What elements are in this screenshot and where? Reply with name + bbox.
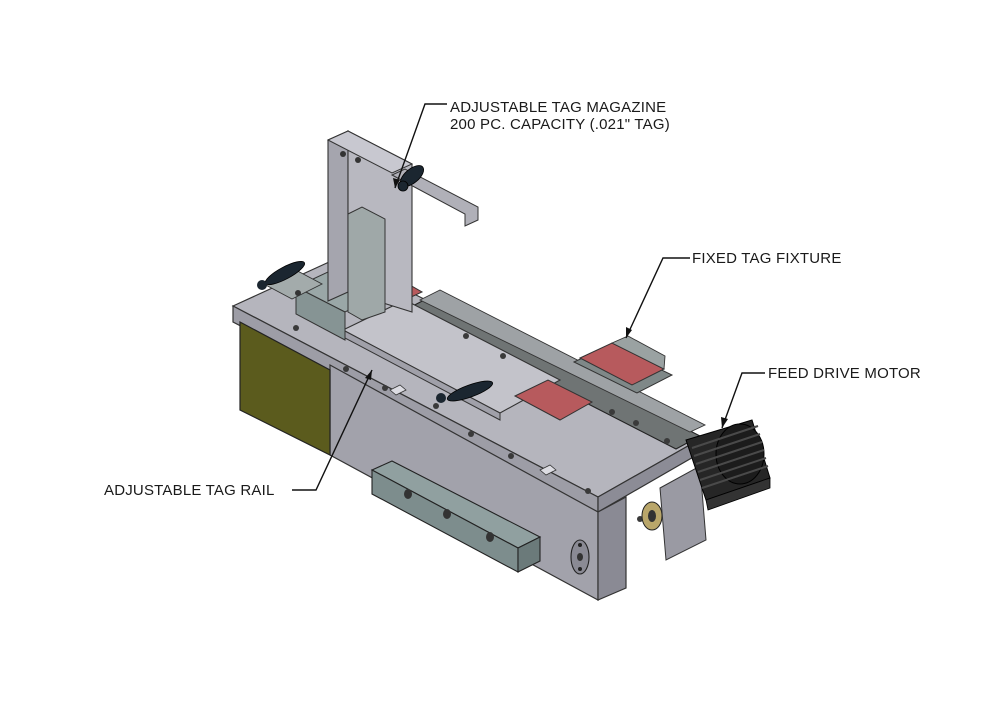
magazine-bolt [340, 151, 346, 157]
mounting-hole [404, 489, 412, 499]
magazine-column-front [327, 130, 349, 302]
leader-arrowheads [365, 178, 728, 428]
magazine-guide-block [347, 206, 386, 321]
rail-leader [292, 369, 373, 491]
mounting-hole [443, 509, 451, 519]
fixed-tag-fixture-lip [610, 335, 666, 370]
left-clamp-hub [257, 280, 267, 290]
magazine-bolt [355, 157, 361, 163]
stop-block [539, 464, 557, 476]
rail-guide-strip [418, 289, 707, 433]
fixture-arrowhead [626, 327, 632, 338]
center-clamp-handle [446, 380, 494, 402]
stop-block [389, 384, 407, 396]
motor-arrowhead [721, 417, 728, 428]
callout-fixed-tag-fixture: FIXED TAG FIXTURE [692, 250, 842, 267]
callout-magazine-line2: 200 PC. CAPACITY (.021" TAG) [450, 116, 670, 133]
flange-bolt [578, 543, 582, 547]
left-clamp-screw [295, 290, 301, 296]
callout-adjustable-tag-rail: ADJUSTABLE TAG RAIL [104, 482, 275, 499]
motor-mount-plate [659, 465, 707, 561]
flange-center [577, 553, 583, 561]
olive-side-panel [239, 321, 331, 456]
magazine-column-cap [326, 130, 414, 174]
magazine-leader [394, 103, 447, 189]
mounting-hole [486, 532, 494, 542]
motor-leader [721, 372, 765, 429]
plate-screw-holes [293, 325, 670, 522]
feed-drive-motor [685, 419, 771, 511]
mounting-bar-end [517, 536, 541, 573]
callout-feed-drive-motor: FEED DRIVE MOTOR [768, 365, 921, 382]
center-clamp-hub [436, 393, 446, 403]
magazine-knob-hub [397, 180, 409, 192]
rail-arrowhead [365, 370, 372, 380]
fixture-leader [625, 257, 690, 339]
flange-bolt [578, 567, 582, 571]
leader-lines [292, 103, 765, 491]
callout-adjustable-tag-magazine: ADJUSTABLE TAG MAGAZINE 200 PC. CAPACITY… [450, 99, 670, 133]
drive-pulley-hub [648, 510, 656, 522]
magazine-block-front [295, 286, 346, 341]
rail-tag [513, 379, 594, 421]
callout-magazine-line1: ADJUSTABLE TAG MAGAZINE [450, 99, 667, 116]
magazine-arrowhead [393, 178, 400, 188]
lower-housing-side [597, 495, 627, 601]
